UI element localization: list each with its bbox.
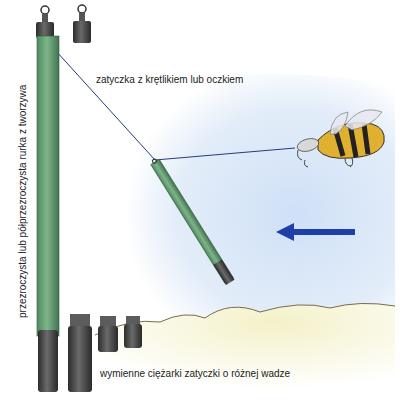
tube-label: przezroczysta lub półprzezroczysta rurka…	[17, 85, 28, 318]
tube-in-water	[149, 157, 234, 285]
current-arrow	[292, 229, 355, 235]
spare-cap	[73, 5, 91, 43]
lure	[296, 110, 384, 167]
cap-label: zatyczka z krętlikiem lub oczkiem	[96, 74, 243, 85]
sand	[95, 303, 395, 400]
weights-label: wymienne ciężarki zatyczki o różnej wadz…	[100, 368, 290, 379]
fishing-line	[46, 40, 295, 160]
spare-weights	[68, 314, 142, 392]
tall-tube	[36, 6, 59, 392]
water	[110, 74, 395, 330]
current-arrowhead	[276, 223, 294, 241]
